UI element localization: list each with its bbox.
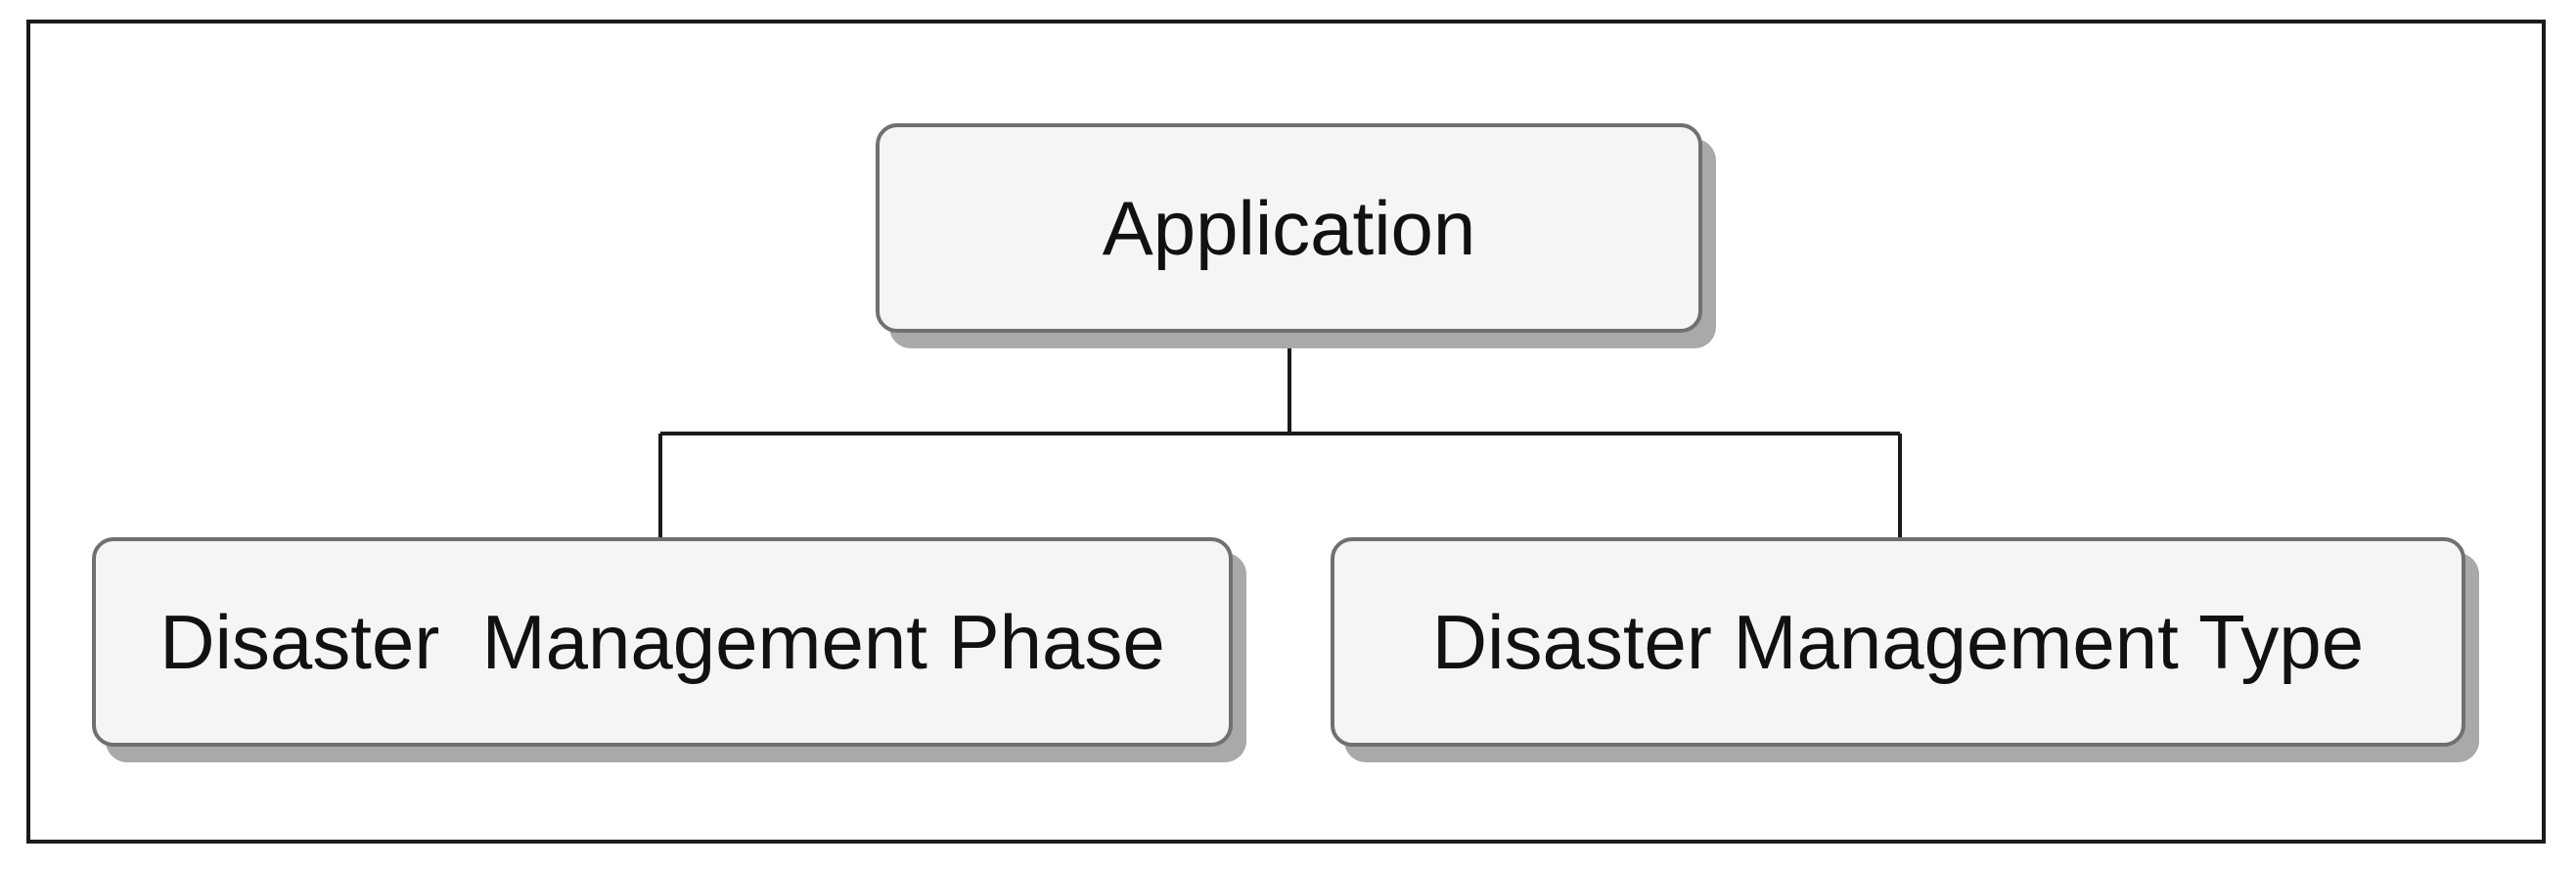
root-node: Application (876, 123, 1702, 333)
root-node-label: Application (1102, 184, 1476, 271)
child-node-phase-label: Disaster Management Phase (159, 598, 1165, 685)
child-node-type-label: Disaster Management Type (1431, 598, 2365, 685)
child-node-type: Disaster Management Type (1331, 537, 2465, 747)
child-node-phase: Disaster Management Phase (92, 537, 1233, 747)
